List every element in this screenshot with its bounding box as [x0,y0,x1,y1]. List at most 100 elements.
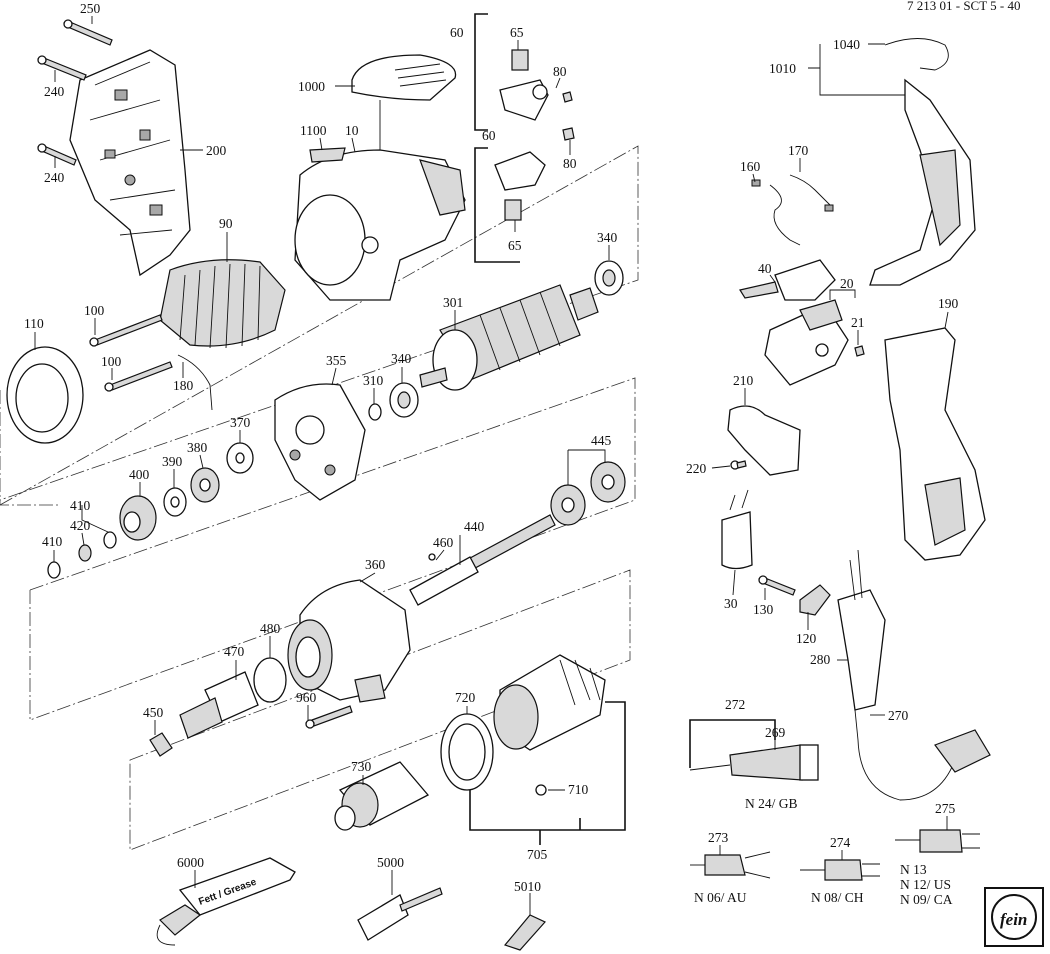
label-110: 110 [24,316,44,331]
label-380: 380 [187,440,208,455]
label-100-a: 100 [84,303,105,318]
washer-390 [163,487,187,517]
electronics-20 [764,299,865,386]
label-410-a: 410 [70,498,91,513]
label-355: 355 [326,353,347,368]
bracket-705 [469,701,626,845]
label-210: 210 [733,373,754,388]
label-340-b: 340 [391,351,412,366]
part-labels: 7 213 01 - SCT 5 - 40 250 240 240 200 10… [24,0,1027,929]
switch-40 [739,259,836,301]
label-180: 180 [173,378,194,393]
label-60-a: 60 [450,25,464,40]
plug-label-ch: N 08/ CH [811,890,864,905]
label-269: 269 [765,725,786,740]
label-120: 120 [796,631,817,646]
cable-sleeve-280 [837,549,886,711]
label-80-b: 80 [563,156,577,171]
ball-710 [535,784,547,796]
ring-110 [6,346,84,444]
label-200: 200 [206,143,227,158]
ring-720 [440,713,494,791]
label-40: 40 [758,261,772,276]
brackets-60 [474,13,520,263]
label-1000: 1000 [298,79,325,94]
label-1010: 1010 [769,61,796,76]
bit-5010 [503,914,546,951]
label-240-a: 240 [44,84,65,99]
clamp-120 [799,584,831,616]
label-30: 30 [724,596,738,611]
label-80-a: 80 [553,64,567,79]
label-6000: 6000 [177,855,204,870]
fein-logo [984,887,1044,947]
cover-1010 [869,78,976,286]
label-60-b: 60 [482,128,496,143]
label-440: 440 [464,519,485,534]
label-445: 445 [591,433,612,448]
label-730: 730 [351,759,372,774]
plug-ch-274 [800,859,880,881]
label-170: 170 [788,143,809,158]
label-960: 960 [296,690,317,705]
label-370: 370 [230,415,251,430]
switch-trigger-210 [727,405,801,476]
label-10: 10 [345,123,359,138]
cap-1000 [351,54,457,101]
plug-label-n13: N 13 [900,862,927,877]
plug-au-273 [690,851,771,879]
screw-220 [730,460,747,470]
label-65-b: 65 [508,238,522,253]
gear-400 [119,495,157,541]
depth-stop-470 [179,671,259,739]
bit-holder-730 [334,761,430,831]
label-100-b: 100 [101,354,122,369]
label-410-b: 410 [42,534,63,549]
ring-310 [368,403,382,421]
leader-lines [34,16,949,915]
label-250: 250 [80,1,101,16]
label-273: 273 [708,830,729,845]
armature-301 [419,284,599,391]
label-220: 220 [686,461,707,476]
clip-1040 [884,38,949,71]
grease-tube-6000 [156,857,296,946]
housing-half-200 [69,49,191,277]
label-20: 20 [840,276,854,291]
screws-100 [89,314,173,392]
gear-housing-360 [287,579,411,703]
washer-370 [226,442,254,474]
label-280: 280 [810,652,831,667]
plug-label-us: N 12/ US [900,877,951,892]
field-coil-90 [159,259,286,349]
motor-housing-10 [294,147,466,301]
label-90: 90 [219,216,233,231]
label-21: 21 [851,315,865,330]
logo-text: fein [1000,910,1027,929]
label-450: 450 [143,705,164,720]
label-340-a: 340 [597,230,618,245]
label-420: 420 [70,518,91,533]
label-710: 710 [568,782,589,797]
label-160: 160 [740,159,761,174]
label-390: 390 [162,454,183,469]
power-cable-270 [854,709,991,801]
bracket-272 [689,719,776,768]
spindle-440 [409,514,556,606]
bearing-340-lower [389,382,419,418]
label-480: 480 [260,621,281,636]
bearing-340-upper [594,260,624,296]
label-1040: 1040 [833,37,860,52]
screw-130 [758,575,796,596]
bit-holder-5000 [357,887,443,941]
brush-holder-upper [499,49,573,121]
o-ring-480 [253,657,287,703]
label-190: 190 [938,296,959,311]
label-400: 400 [129,467,150,482]
wire-180 [177,354,213,411]
label-272: 272 [725,697,745,712]
document-id: 7 213 01 - SCT 5 - 40 [907,0,1021,13]
label-301: 301 [443,295,463,310]
plug-label-gb: N 24/ GB [745,796,798,811]
